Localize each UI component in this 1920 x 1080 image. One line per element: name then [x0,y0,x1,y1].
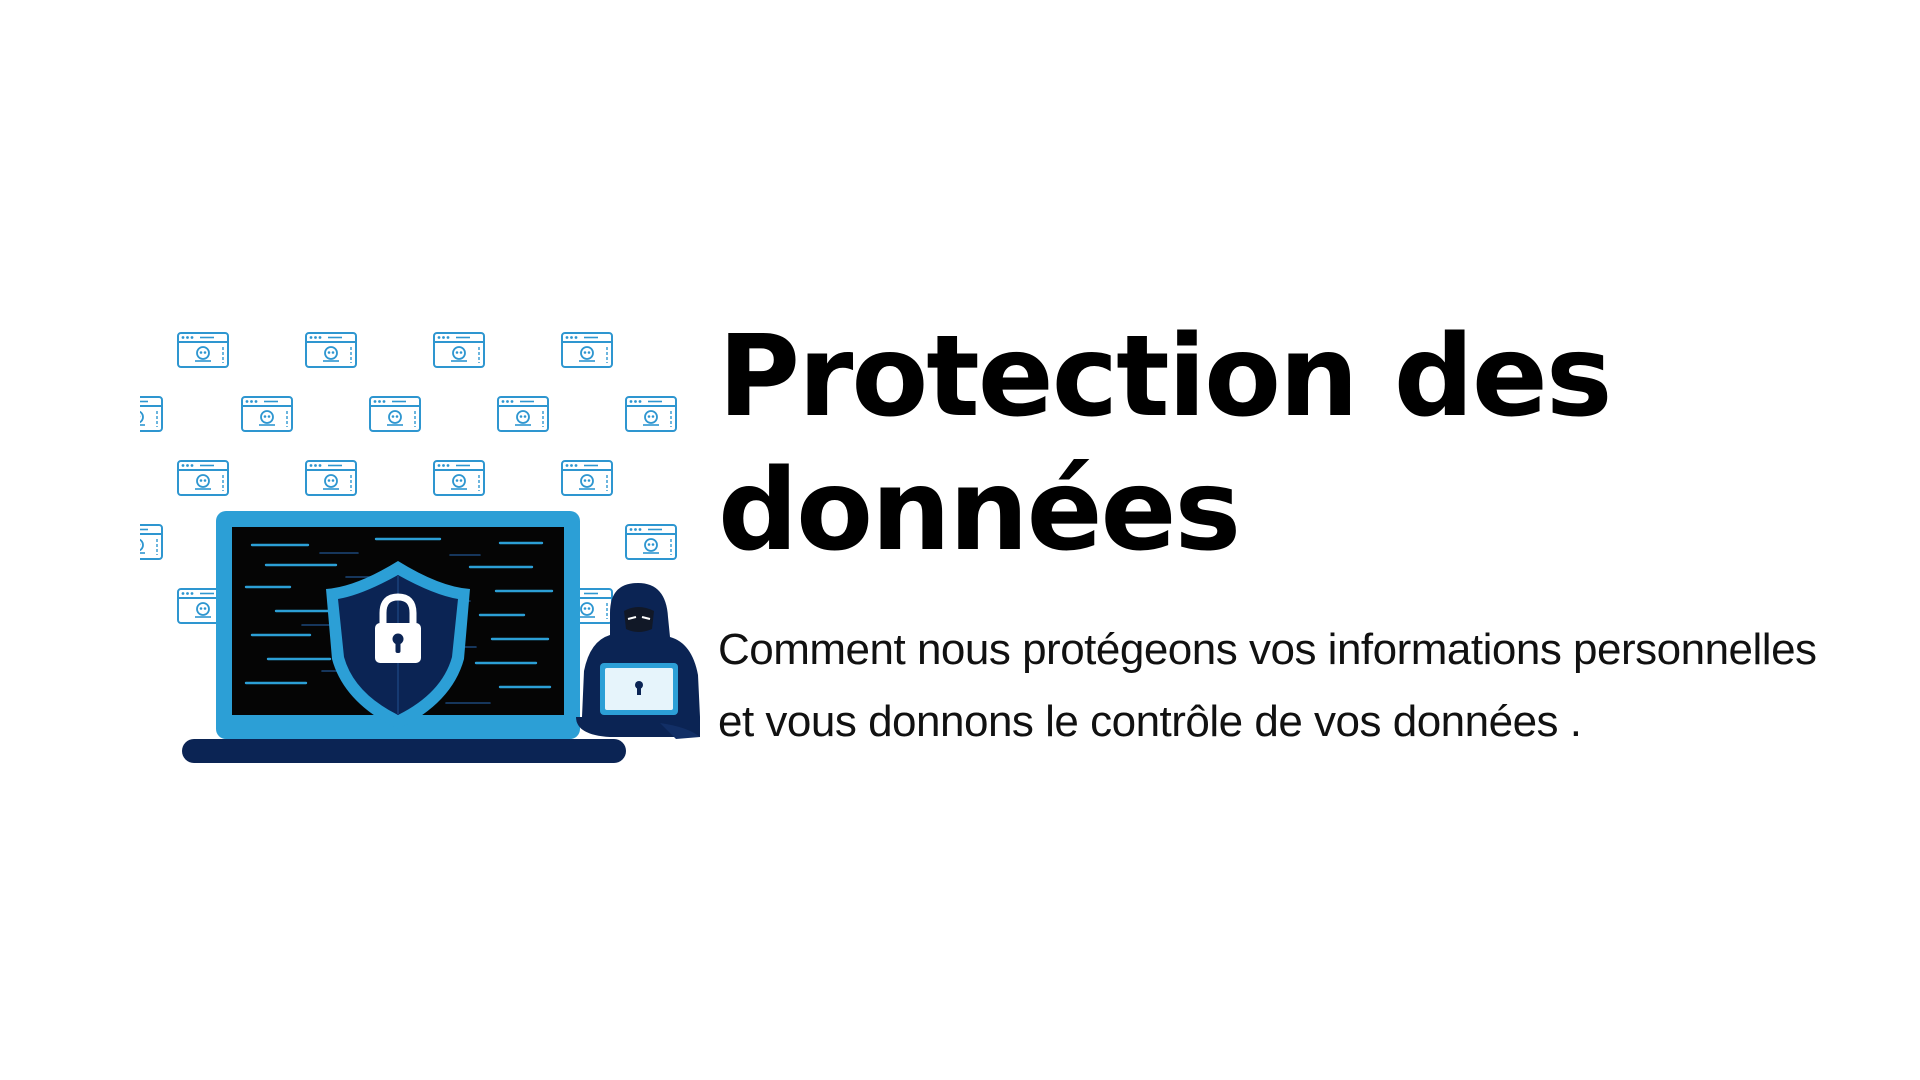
page-subtitle-line-1: Comment nous protégeons vos informations… [718,625,1817,674]
page-subtitle: Comment nous protégeons vos informations… [718,614,1898,758]
shield-lock-icon [326,561,470,729]
page-title-line-2: données [718,446,1241,576]
hero-text: Protection des données Comment nous prot… [718,310,1898,758]
page-title: Protection des données [718,310,1898,578]
page-title-line-1: Protection des [718,312,1613,442]
hooded-hacker-icon [576,583,700,739]
page-subtitle-line-2: et vous donnons le contrôle de vos donné… [718,697,1582,746]
data-protection-illustration [140,325,700,765]
